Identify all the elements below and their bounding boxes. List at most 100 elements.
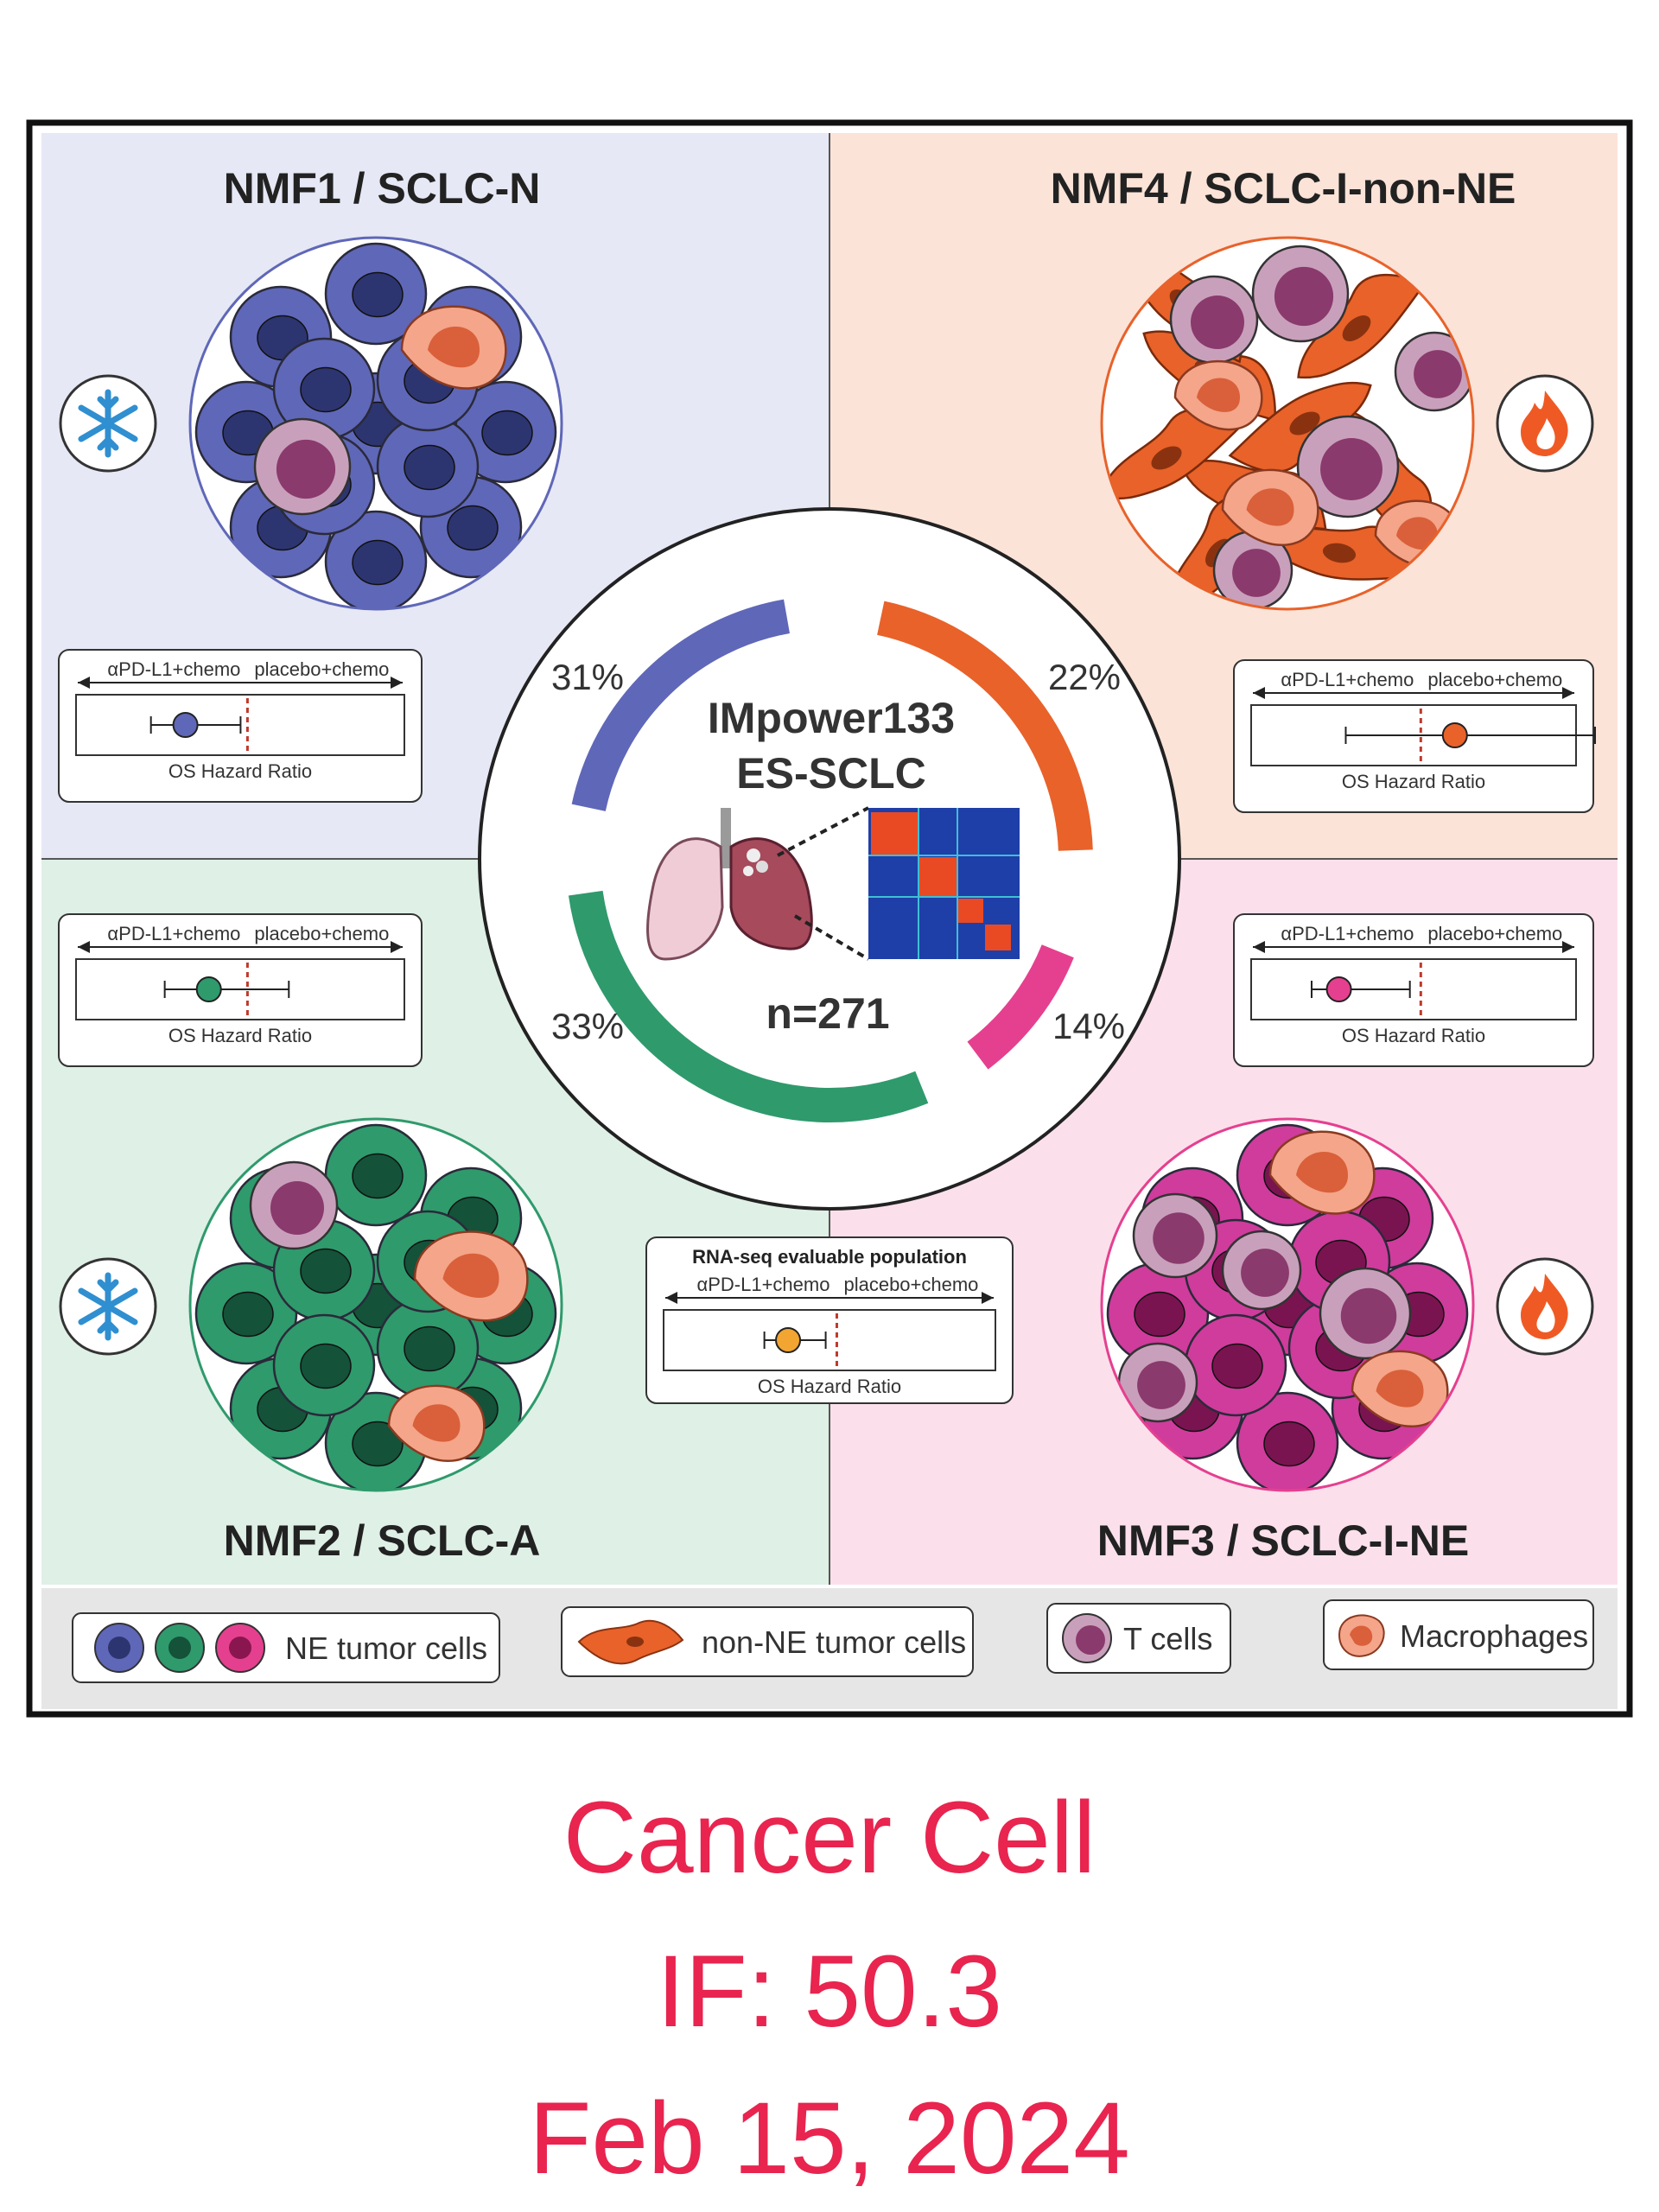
- macrophage: [1221, 468, 1319, 547]
- percent-nmf3: 14%: [1052, 1006, 1125, 1046]
- impact-factor: IF: 50.3: [656, 1935, 1003, 2049]
- forest-right-label: placebo+chemo: [843, 1274, 978, 1295]
- t-cell: [1221, 1230, 1302, 1311]
- t-cell: [1251, 245, 1350, 343]
- legend-t-cells-label: T cells: [1123, 1621, 1212, 1656]
- ne-tumor-cell: [1236, 1391, 1339, 1491]
- t-cell: [249, 1160, 339, 1250]
- ne-tumor-cell: [1184, 1313, 1287, 1417]
- ne-tumor-cell: [272, 1313, 376, 1417]
- forest-left-label: αPD-L1+chemo: [1281, 669, 1414, 690]
- nmf2-title: NMF2 / SCLC-A: [224, 1516, 541, 1565]
- ne-tumor-cell: [324, 242, 428, 346]
- arc-nmf4: [876, 601, 1093, 851]
- t-cell: [1132, 1192, 1218, 1279]
- forest-axis-label: OS Hazard Ratio: [1342, 771, 1485, 792]
- ne-tumor-cell: [454, 380, 557, 484]
- nmf1-title: NMF1 / SCLC-N: [224, 164, 541, 213]
- t-cell: [1394, 331, 1473, 412]
- nmf4-title: NMF4 / SCLC-I-non-NE: [1051, 164, 1516, 213]
- forest-arrowhead-left: [1253, 687, 1265, 699]
- nmf3-title: NMF3 / SCLC-I-NE: [1097, 1516, 1470, 1565]
- publication-date: Feb 15, 2024: [529, 2082, 1130, 2196]
- hazard-ratio-point: [1325, 976, 1352, 1002]
- forest-arrowhead-right: [982, 1292, 994, 1304]
- lungs-icon: [646, 808, 813, 961]
- forest-plot-nmf2: αPD-L1+chemo placebo+chemo OS Hazard Ratio: [58, 913, 423, 1067]
- forest-right-label: placebo+chemo: [1427, 923, 1562, 944]
- t-cell: [1319, 1267, 1412, 1360]
- subtype-arcs: [568, 599, 1093, 1122]
- forest-title: RNA-seq evaluable population: [692, 1246, 967, 1268]
- forest-arrowhead-right: [1562, 941, 1574, 953]
- t-cell: [1212, 530, 1294, 609]
- legend-macrophages-label: Macrophages: [1400, 1618, 1588, 1654]
- hazard-ratio-point: [775, 1327, 802, 1353]
- macrophage: [387, 1384, 486, 1463]
- forest-left-label: αPD-L1+chemo: [697, 1274, 830, 1295]
- center-title-disease: ES-SCLC: [736, 749, 925, 798]
- forest-axis-label: OS Hazard Ratio: [168, 1025, 312, 1046]
- ne-tumor-cell: [324, 1123, 428, 1227]
- snowflake-icon: [59, 1257, 157, 1356]
- forest-axis-label: OS Hazard Ratio: [758, 1376, 901, 1397]
- forest-right-label: placebo+chemo: [1427, 669, 1562, 690]
- forest-arrowhead-left: [78, 677, 90, 689]
- percent-nmf2: 33%: [551, 1006, 624, 1046]
- graphical-abstract: NMF1 / SCLC-N NMF4 / SCLC-I-non-NE NMF2 …: [26, 119, 1633, 1718]
- zoom-line: [777, 806, 869, 857]
- forest-plot-nmf4: αPD-L1+chemo placebo+chemo OS Hazard Ratio: [1233, 659, 1596, 813]
- macrophage: [413, 1230, 529, 1322]
- forest-axis-label: OS Hazard Ratio: [168, 760, 312, 782]
- forest-arrowhead-right: [1562, 687, 1574, 699]
- ne-tumor-cell: [194, 1262, 298, 1365]
- fire-icon: [1496, 1257, 1594, 1356]
- forest-plot-area: [1250, 958, 1577, 1020]
- legend-macrophages: Macrophages: [1323, 1599, 1594, 1670]
- forest-plot-rnaseq: RNA-seq evaluable population αPD-L1+chemo…: [645, 1236, 1014, 1404]
- forest-arrowhead-left: [78, 941, 90, 953]
- forest-axis-label: OS Hazard Ratio: [1342, 1025, 1485, 1046]
- forest-left-label: αPD-L1+chemo: [1281, 923, 1414, 944]
- percent-nmf1: 31%: [551, 657, 624, 697]
- forest-arrowhead-left: [665, 1292, 677, 1304]
- ne-tumor-cell: [376, 415, 480, 518]
- hazard-ratio-point: [1441, 722, 1468, 748]
- nmf2-cell-cluster: [190, 1119, 562, 1491]
- forest-left-label: αPD-L1+chemo: [107, 658, 240, 680]
- center-title-trial: IMpower133: [708, 694, 955, 742]
- forest-arrowhead-right: [391, 677, 403, 689]
- fire-icon: [1496, 374, 1594, 473]
- t-cell: [1296, 415, 1400, 518]
- forest-plot-nmf1: αPD-L1+chemo placebo+chemo OS Hazard Ratio: [58, 649, 423, 803]
- sample-size: n=271: [766, 989, 889, 1038]
- percent-nmf4: 22%: [1048, 657, 1121, 697]
- forest-right-label: placebo+chemo: [254, 658, 389, 680]
- nmf3-cell-cluster: [1102, 1119, 1473, 1491]
- nmf1-cell-cluster: [190, 238, 562, 609]
- consensus-heatmap: [868, 808, 1020, 959]
- arc-nmf3: [967, 944, 1074, 1070]
- ne-tumor-cell: [272, 337, 376, 441]
- snowflake-icon: [59, 374, 157, 473]
- hazard-ratio-point: [172, 712, 199, 738]
- arc-nmf2: [568, 890, 929, 1122]
- forest-arrowhead-right: [391, 941, 403, 953]
- forest-plot-area: [663, 1309, 996, 1371]
- macrophage: [1173, 359, 1263, 431]
- hazard-ratio-point: [195, 976, 222, 1002]
- forest-right-label: placebo+chemo: [254, 923, 389, 944]
- forest-plot-nmf3: αPD-L1+chemo placebo+chemo OS Hazard Ratio: [1233, 913, 1594, 1067]
- arc-nmf1: [571, 599, 791, 812]
- ne-tumor-cell: [324, 510, 428, 609]
- legend-ne-tumor-cells: NE tumor cells: [72, 1612, 500, 1683]
- zoom-line: [793, 914, 870, 961]
- macrophage: [1351, 1350, 1449, 1428]
- t-cell: [1117, 1342, 1198, 1423]
- forest-arrowhead-left: [1253, 941, 1265, 953]
- macrophage: [400, 305, 507, 390]
- macrophage: [1268, 1130, 1376, 1215]
- legend-non-ne-label: non-NE tumor cells: [702, 1624, 966, 1660]
- forest-left-label: αPD-L1+chemo: [107, 923, 240, 944]
- legend-ne-label: NE tumor cells: [285, 1630, 487, 1666]
